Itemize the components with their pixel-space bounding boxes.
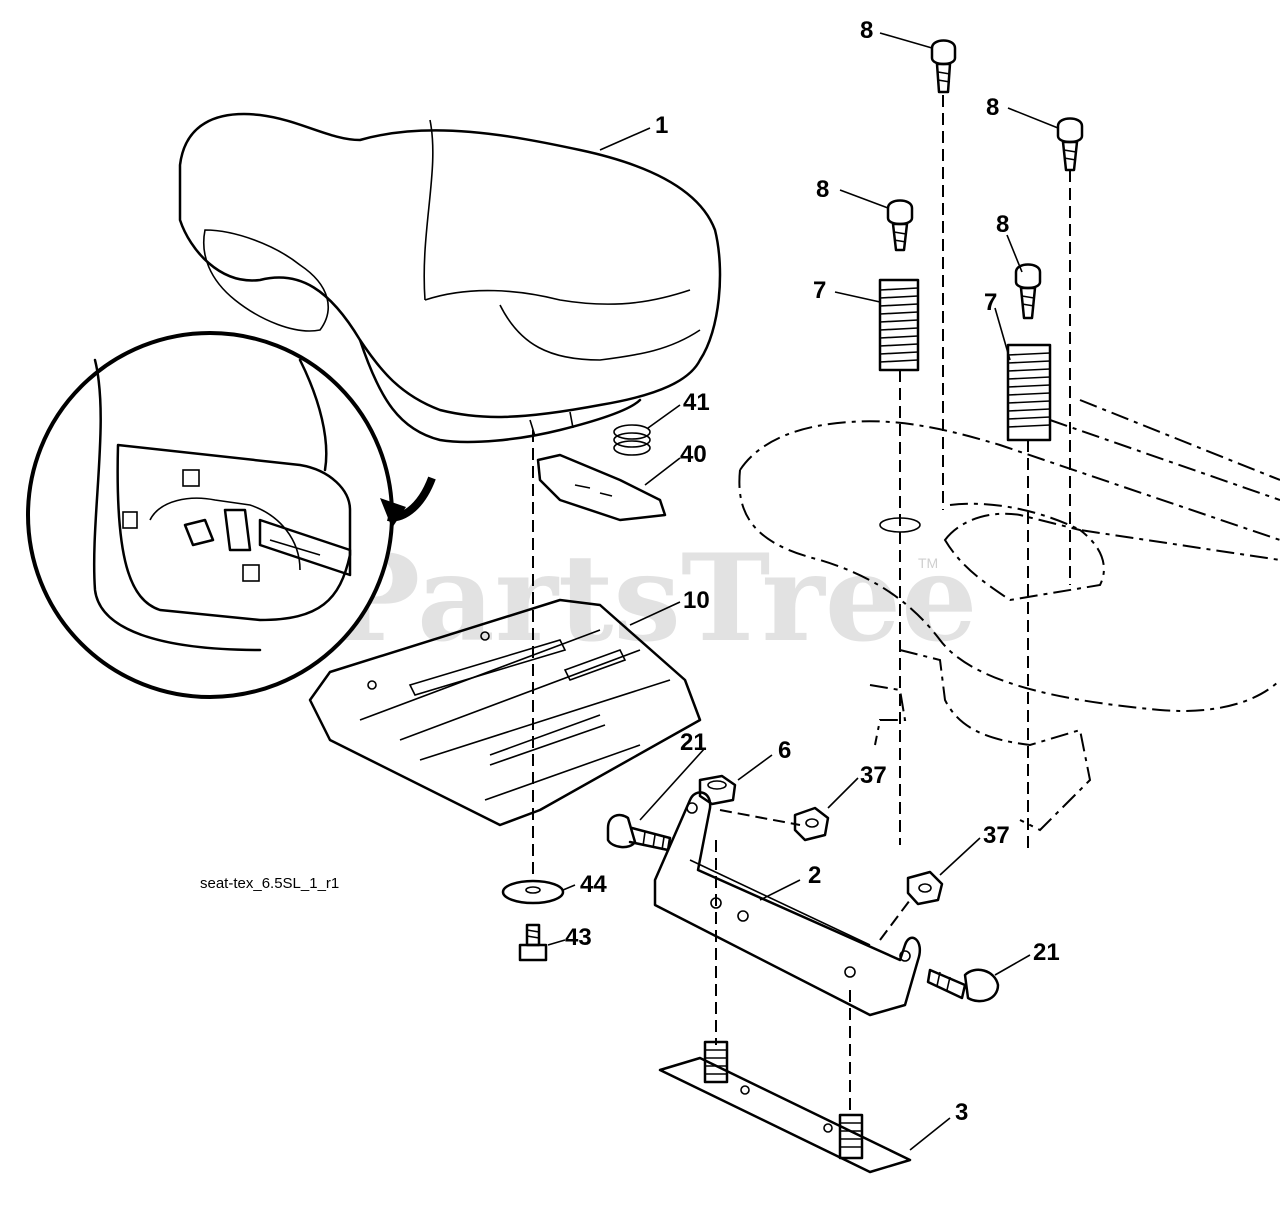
bolt-8-left	[886, 199, 914, 252]
base-plate	[658, 1040, 912, 1174]
callout-bolt-21-left: 21	[680, 729, 707, 756]
bolt-8-top-right	[1056, 117, 1084, 172]
seat	[178, 112, 722, 444]
leader-lines	[547, 32, 1059, 1151]
callout-spring-right: 7	[984, 289, 997, 316]
detail-inset	[26, 331, 394, 699]
bolt-8-top	[930, 39, 957, 94]
watermark: PartsTree	[330, 528, 977, 669]
spring-7-right	[1006, 343, 1052, 442]
callout-small-spring: 41	[683, 389, 710, 416]
callout-washer: 44	[580, 871, 607, 898]
alignment-line-nut2	[879, 899, 911, 941]
seat-pan	[308, 598, 702, 827]
callout-bolt-right: 8	[996, 211, 1009, 238]
detail-arrow	[380, 476, 436, 528]
nut-6	[698, 774, 737, 806]
bolt-21-right	[926, 968, 1000, 1003]
nut-37-upper	[793, 806, 830, 842]
callout-clip: 40	[680, 441, 707, 468]
spring-7-left	[878, 278, 920, 372]
tractor-frame	[738, 399, 1280, 832]
screw	[518, 923, 548, 962]
callout-bolt-top: 8	[860, 17, 873, 44]
callout-bracket: 2	[808, 862, 821, 889]
callout-bolt-left: 8	[816, 176, 829, 203]
washer	[501, 879, 565, 905]
callout-seat-pan: 10	[683, 587, 710, 614]
callout-nut-37-upper: 37	[860, 762, 887, 789]
alignment-line-nut	[719, 809, 801, 826]
callout-screw: 43	[565, 924, 592, 951]
callout-seat: 1	[655, 112, 668, 139]
trademark-mark: TM	[918, 555, 938, 571]
callout-spring-left: 7	[813, 277, 826, 304]
bolt-8-right	[1014, 263, 1042, 320]
clip	[536, 453, 667, 522]
small-spring	[613, 424, 651, 456]
callout-base-plate: 3	[955, 1099, 968, 1126]
nut-37-lower	[906, 870, 944, 906]
bolt-21-left	[606, 813, 672, 852]
callout-nut-6: 6	[778, 737, 791, 764]
bracket	[653, 791, 921, 1017]
callout-nut-37-lower: 37	[983, 822, 1010, 849]
callout-bolt-top-right: 8	[986, 94, 999, 121]
callout-bolt-21-right: 21	[1033, 939, 1060, 966]
diagram-id: seat-tex_6.5SL_1_r1	[200, 875, 339, 892]
